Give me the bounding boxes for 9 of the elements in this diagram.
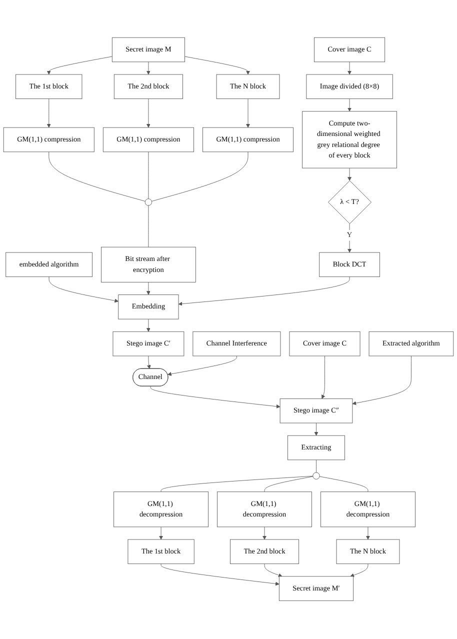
node-circle <box>144 198 152 206</box>
node-circle <box>312 472 320 480</box>
connector <box>48 152 146 202</box>
connector <box>151 152 248 202</box>
connector <box>148 206 149 248</box>
connector <box>319 476 368 492</box>
connector <box>160 476 314 492</box>
connector <box>148 152 149 200</box>
connector <box>264 476 314 492</box>
